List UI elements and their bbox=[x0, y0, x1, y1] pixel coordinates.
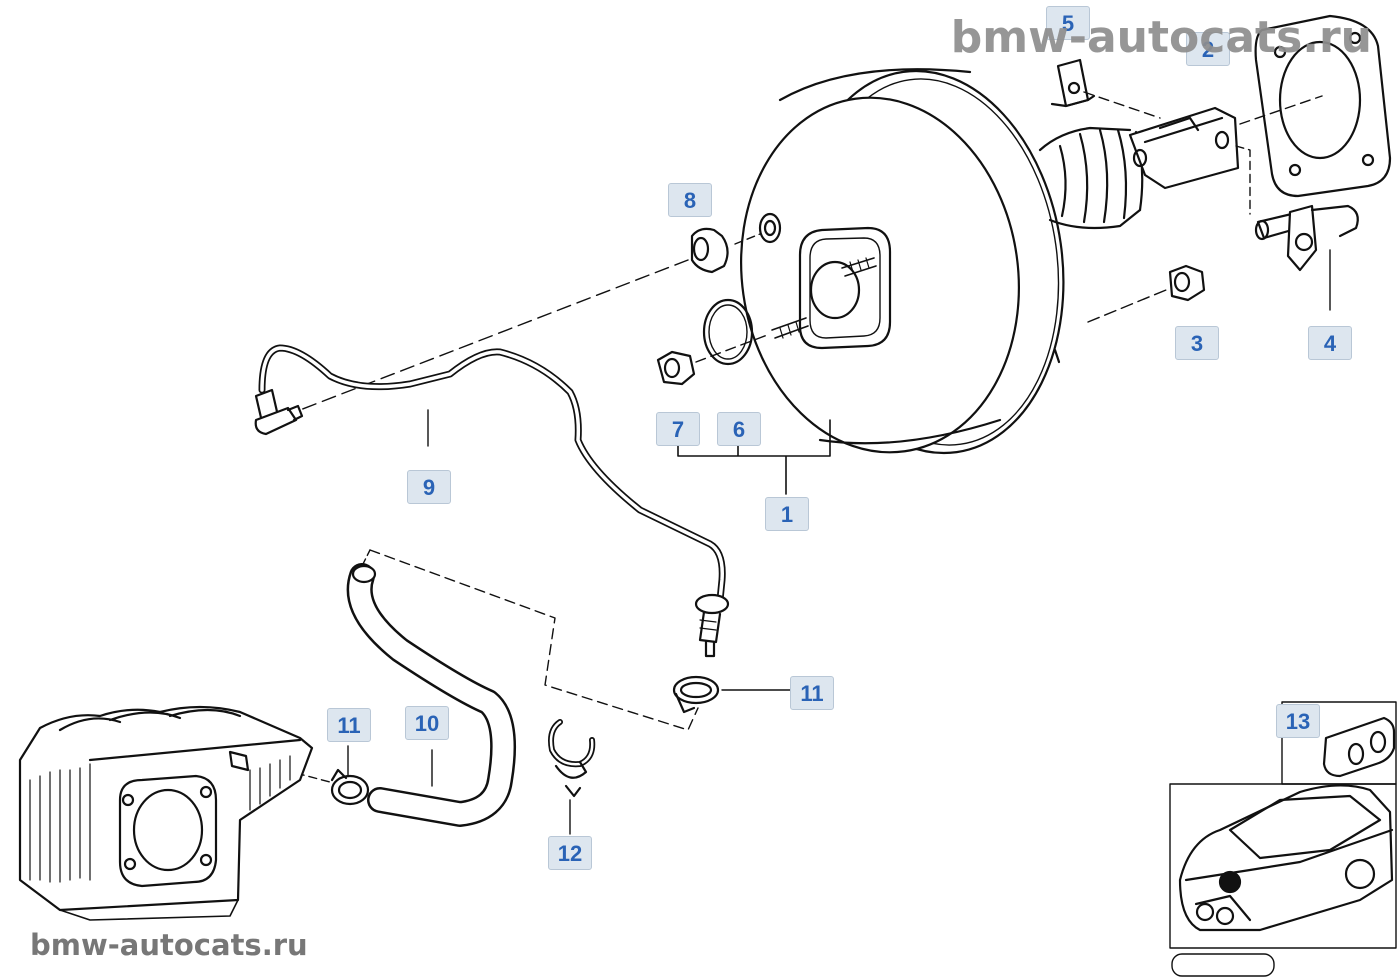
clip-nut bbox=[1050, 58, 1161, 119]
gasket bbox=[1239, 14, 1392, 198]
sealing-ring bbox=[702, 298, 754, 366]
vacuum-hose bbox=[346, 549, 699, 827]
callout-13[interactable]: 13 bbox=[1276, 704, 1320, 738]
callout-11-right[interactable]: 11 bbox=[790, 676, 834, 710]
callout-4[interactable]: 4 bbox=[1308, 326, 1352, 360]
callout-1[interactable]: 1 bbox=[765, 497, 809, 531]
hose-clamp-right bbox=[672, 675, 791, 714]
callout-10[interactable]: 10 bbox=[405, 706, 449, 740]
callout-7[interactable]: 7 bbox=[656, 412, 700, 446]
hose-clamp-left bbox=[245, 745, 370, 806]
callout-12[interactable]: 12 bbox=[548, 836, 592, 870]
grommet bbox=[299, 227, 761, 411]
clevis-pin bbox=[1235, 145, 1359, 311]
callout-6[interactable]: 6 bbox=[717, 412, 761, 446]
bracket-inset bbox=[1281, 701, 1397, 785]
callout-9[interactable]: 9 bbox=[407, 470, 451, 504]
watermark-top: bmw-autocats.ru bbox=[950, 12, 1372, 63]
callout-2[interactable]: 2 bbox=[1186, 32, 1230, 66]
hex-nut-7 bbox=[656, 333, 771, 386]
callout-3[interactable]: 3 bbox=[1175, 326, 1219, 360]
leader-bracket-1 bbox=[677, 419, 831, 495]
watermark-bottom: bmw-autocats.ru bbox=[30, 928, 308, 962]
callout-8[interactable]: 8 bbox=[668, 183, 712, 217]
hose-holder bbox=[548, 719, 596, 835]
intake-manifold bbox=[18, 705, 314, 921]
hex-nut-3 bbox=[1087, 264, 1206, 323]
brake-booster bbox=[740, 68, 1240, 455]
vacuum-line bbox=[254, 344, 730, 658]
callout-11-left[interactable]: 11 bbox=[327, 708, 371, 742]
vehicle-overview bbox=[1169, 783, 1397, 977]
callout-5[interactable]: 5 bbox=[1046, 6, 1090, 40]
